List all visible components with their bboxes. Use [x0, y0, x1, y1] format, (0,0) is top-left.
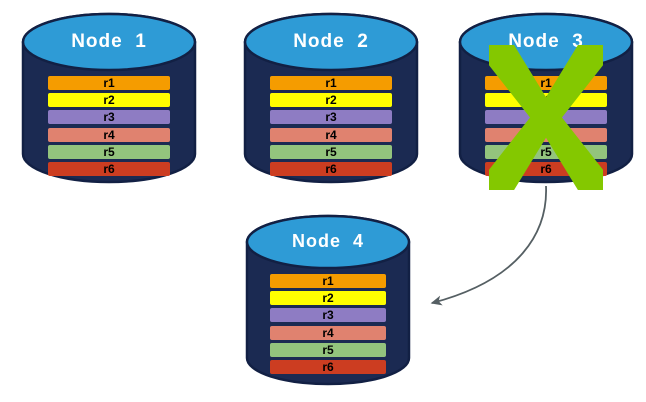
row-bar[interactable]: r6 — [270, 359, 386, 374]
row-bar[interactable]: r3 — [485, 110, 607, 125]
row-bar[interactable]: r5 — [48, 144, 170, 159]
row-bar[interactable]: r1 — [270, 76, 392, 90]
node-3-rows: r1 r2 r3 r4 r5 r6 — [457, 76, 635, 179]
row-bar[interactable]: r3 — [48, 110, 170, 125]
row-bar[interactable]: r5 — [485, 144, 607, 159]
row-bar[interactable]: r5 — [270, 144, 392, 159]
row-bar[interactable]: r4 — [270, 127, 392, 142]
cylinder-top-disc — [21, 12, 197, 72]
row-bar[interactable]: r1 — [270, 274, 386, 288]
node-1-rows: r1 r2 r3 r4 r5 r6 — [20, 76, 198, 179]
row-bar[interactable]: r1 — [485, 76, 607, 90]
row-bar[interactable]: r4 — [270, 325, 386, 340]
cylinder-top-disc — [245, 214, 411, 270]
row-bar[interactable]: r6 — [48, 161, 170, 176]
row-bar[interactable]: r4 — [485, 127, 607, 142]
row-bar[interactable]: r2 — [485, 93, 607, 108]
row-bar[interactable]: r6 — [270, 161, 392, 176]
row-bar[interactable]: r1 — [48, 76, 170, 90]
row-bar[interactable]: r2 — [270, 93, 392, 108]
row-bar[interactable]: r4 — [48, 127, 170, 142]
node-4-rows: r1 r2 r3 r4 r5 r6 — [244, 274, 412, 377]
row-bar[interactable]: r2 — [270, 291, 386, 306]
row-bar[interactable]: r3 — [270, 308, 386, 323]
node-2-rows: r1 r2 r3 r4 r5 r6 — [242, 76, 420, 179]
row-bar[interactable]: r2 — [48, 93, 170, 108]
row-bar[interactable]: r3 — [270, 110, 392, 125]
row-bar[interactable]: r5 — [270, 342, 386, 357]
cylinder-top-disc — [458, 12, 634, 72]
cylinder-top-disc — [243, 12, 419, 72]
row-bar[interactable]: r6 — [485, 161, 607, 176]
